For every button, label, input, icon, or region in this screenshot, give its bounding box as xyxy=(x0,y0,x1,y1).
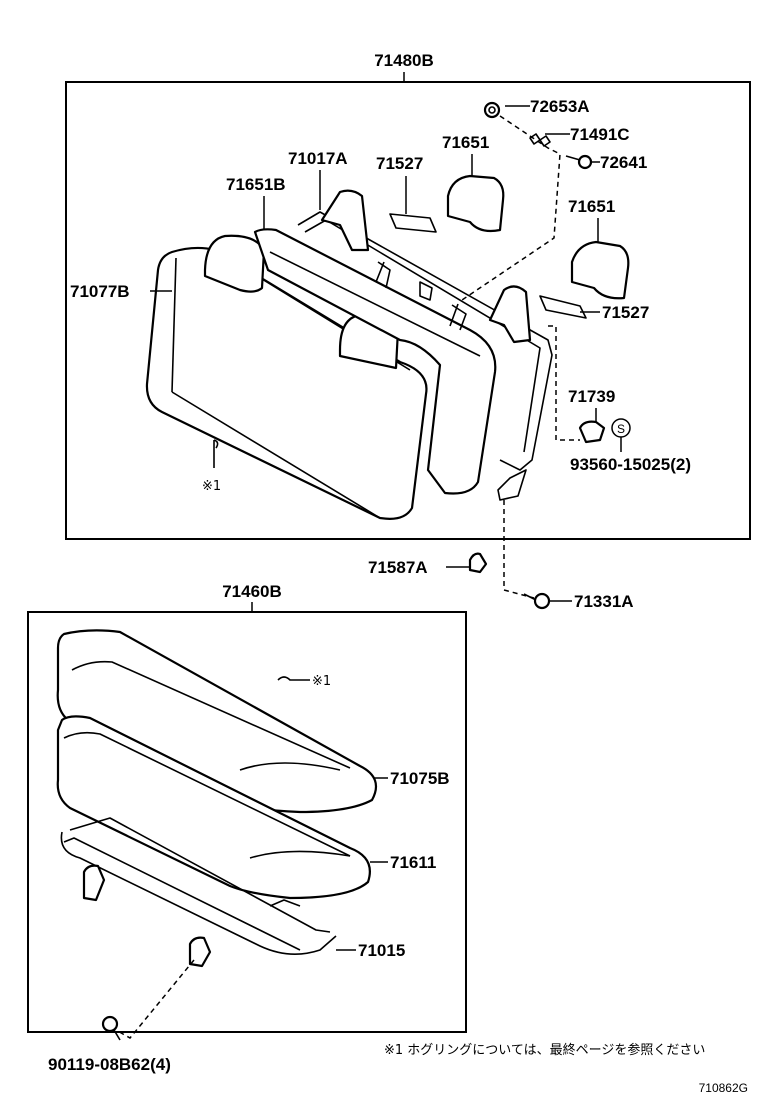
part-71527-top[interactable]: 71527 xyxy=(376,154,423,173)
bolt-71331A[interactable] xyxy=(523,592,551,610)
s-mark-icon: S xyxy=(617,422,625,436)
mounting-parts-group: 71587A 71331A xyxy=(368,500,634,611)
label-plate-upper[interactable] xyxy=(389,213,437,233)
nut-72653A[interactable] xyxy=(483,101,501,119)
hog-ring-mark-lower xyxy=(277,676,310,681)
part-72653A[interactable]: 72653A xyxy=(530,97,590,116)
headrest-lower[interactable] xyxy=(570,240,630,300)
dashed-path-cap xyxy=(548,325,580,441)
part-71015[interactable]: 71015 xyxy=(358,941,405,960)
part-71017A[interactable]: 71017A xyxy=(288,149,348,168)
label-plate-lower[interactable] xyxy=(539,295,587,319)
seat-back-cushion[interactable] xyxy=(145,246,428,520)
part-71491C[interactable]: 71491C xyxy=(570,125,630,144)
dashed-path-fasteners xyxy=(461,115,561,301)
spring-71491C[interactable] xyxy=(529,133,551,147)
part-93560-15025[interactable]: 93560-15025(2) xyxy=(570,455,691,474)
clip-71587A[interactable] xyxy=(468,552,488,574)
bolt-90119[interactable] xyxy=(101,1015,121,1041)
hog-ring-footnote: ※1 ホグリングについては、最終ページを参照ください xyxy=(384,1042,705,1058)
dashed-path-mount xyxy=(503,500,535,599)
part-71587A[interactable]: 71587A xyxy=(368,558,428,577)
seat-cushion-pad[interactable] xyxy=(56,629,378,814)
hog-ring-hook-upper xyxy=(213,439,219,449)
backrest-assembly-frame xyxy=(65,81,751,540)
part-71651-mid[interactable]: 71651 xyxy=(568,197,615,216)
cap-71739[interactable] xyxy=(578,420,606,444)
part-71527-mid[interactable]: 71527 xyxy=(602,303,649,322)
part-72641[interactable]: 72641 xyxy=(600,153,647,172)
bolt-72641[interactable] xyxy=(565,154,593,170)
part-71651B[interactable]: 71651B xyxy=(226,175,286,194)
part-71075B[interactable]: 71075B xyxy=(390,769,450,788)
part-90119-08B62[interactable]: 90119-08B62(4) xyxy=(48,1055,171,1074)
part-71739[interactable]: 71739 xyxy=(568,387,615,406)
cushion-assembly-label[interactable]: 71460B xyxy=(222,582,282,601)
part-71611[interactable]: 71611 xyxy=(390,853,436,872)
cushion-assembly-group: 71460B ※1 71075B 71611 xyxy=(27,582,467,1033)
hog-ring-ref-upper[interactable]: ※1 xyxy=(202,479,221,494)
bolt-90119-group: 90119-08B62(4) xyxy=(48,959,195,1074)
seat-cushion-frame[interactable] xyxy=(60,817,337,968)
cushion-assembly-frame xyxy=(27,611,467,1033)
headrest-upper[interactable] xyxy=(446,174,505,233)
part-71651-top[interactable]: 71651 xyxy=(442,133,489,152)
backrest-assembly-group: 71480B xyxy=(65,51,751,540)
seat-back-frame[interactable] xyxy=(297,189,553,501)
seat-back-frame-cover[interactable] xyxy=(253,228,497,495)
left-headrest-stub[interactable] xyxy=(203,234,266,293)
dashed-path-bolt xyxy=(115,959,195,1039)
diagram-code: 710862G xyxy=(699,1081,748,1095)
backrest-assembly-label[interactable]: 71480B xyxy=(374,51,434,70)
hog-ring-ref-lower[interactable]: ※1 xyxy=(312,674,331,689)
part-71077B[interactable]: 71077B xyxy=(70,282,130,301)
seat-cushion-base[interactable] xyxy=(56,715,371,900)
part-71331A[interactable]: 71331A xyxy=(574,592,634,611)
